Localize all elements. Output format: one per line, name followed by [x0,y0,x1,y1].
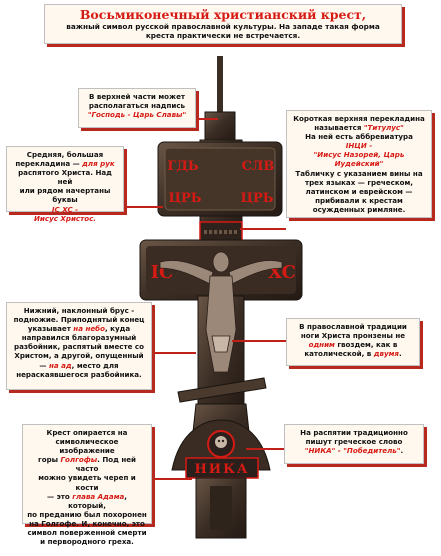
callout-text: В верхней части может [88,92,186,101]
corpus-figure [159,251,283,373]
callout-text: подножие. Приподнятый конец [13,315,145,325]
cross-inscription-slv: СЛВ [242,159,275,174]
callout-text: располагаться надпись [88,101,186,111]
callout-text: осужденных римляне. [312,204,406,214]
callout-nails: В православной традиции ноги Христа прон… [286,318,420,366]
callout-text: . Под ней часто [75,455,137,474]
connector-mid-left [123,206,163,208]
callout-text: Короткая верхняя перекладина [293,114,425,123]
connector-bottom-right [246,448,286,450]
callout-nika: На распятии традиционно пишут греческое … [284,424,424,464]
callout-highlight: на ад [48,360,72,370]
callout-text: . [400,446,404,456]
callout-text: пишут греческое слово [305,437,403,447]
cross-inscription-nika: НИКА [195,462,250,477]
callout-text: , место для [71,360,119,370]
cross-inscription-crj-right: ЦРЬ [240,191,273,206]
callout-highlight: "Господь - Царь Славы" [87,110,187,120]
callout-highlight: "Иисус Назорей, Царь Иудейский" [313,150,405,169]
callout-text: символическое изображение [55,437,119,456]
connector-bottom-left [150,478,192,480]
callout-highlight: "НИКА" - "Победитель" [304,446,401,456]
cross-inscription-gd: ГДЬ [167,159,199,174]
callout-text: . [398,349,402,359]
callout-text: Нижний, наклонный брус - [23,306,135,315]
callout-text: можно увидеть череп и кости [38,473,136,492]
connector-right-mid [232,340,286,342]
callout-text: нераскаявшегося разбойника. [16,369,142,379]
callout-text: На распятии традиционно [300,428,408,437]
callout-text: ноги Христа пронзены не [300,331,406,341]
callout-text: направился благоразумный [21,333,137,343]
callout-text: — это [47,491,73,501]
callout-highlight: IC XC - [51,204,79,214]
callout-text: гвоздем, как в [334,340,398,350]
callout-highlight: Иисус Христос. [33,213,97,223]
cross-inscription-crj-left: ЦРЬ [168,191,201,206]
callout-highlight: для рук [82,159,115,169]
callout-text: Табличку с указанием вины на [295,168,423,178]
callout-text: перекладина — [15,159,83,169]
callout-text: или рядом начертаны буквы [19,186,111,205]
callout-main-crossbar: Средняя, большая перекладина — для рук р… [6,146,124,223]
callout-highlight: Голгофы [60,455,98,465]
callout-golgotha: Крест опирается на символическое изображ… [22,424,152,546]
callout-text: трех языках — греческом, [304,177,413,187]
callout-text: Крест опирается на [46,428,128,437]
callout-text: В православной традиции [299,322,407,331]
callout-text: католической, в [304,349,374,359]
connector-lower-left [150,352,196,354]
callout-text: прибивали к крестам [315,195,403,205]
callout-highlight: на небо [73,324,105,334]
callout-text: по преданию был похоронен [27,509,147,519]
callout-text: указывает [27,324,74,334]
callout-titulus: Короткая верхняя перекладина называется … [286,110,432,218]
callout-highlight: одним [308,340,335,350]
connector-right-top [240,228,286,230]
callout-highlight: глава Адама [72,491,125,501]
callout-text: Христом, а другой, опущенный [14,351,144,361]
callout-text: Средняя, большая [26,150,104,159]
page-title: Восьмиконечный христианский крест, [79,7,367,22]
subtitle-line-1: важный символ русской православной культ… [66,22,380,31]
callout-text: называется [314,123,364,133]
skull-of-adam [207,430,235,458]
callout-text: символ поверженной смерти [27,528,147,538]
callout-text: — [39,360,49,370]
callout-footrest: Нижний, наклонный брус - подножие. Припо… [6,302,152,390]
callout-glory-inscription: В верхней части может располагаться надп… [78,88,196,128]
callout-text: распятого Христа. Над ней [18,168,112,187]
callout-text: , который, [68,491,127,510]
callout-text: горы [37,455,61,465]
callout-text: и первородного греха. [40,537,134,547]
callout-highlight: ІНЦИ - [345,141,373,151]
callout-text: на Голгофе. И, конечно, это [29,518,145,528]
subtitle-line-2: креста практически не встречается. [145,31,301,40]
callout-text: латинском и еврейском — [305,186,413,196]
callout-highlight: "Титулус" [363,123,404,133]
callout-highlight: двумя [373,349,399,359]
callout-text: , куда [105,324,131,334]
callout-text: На ней есть аббревиатура [305,132,413,142]
callout-text: разбойник, распятый вместе со [14,342,144,352]
header-box: Восьмиконечный христианский крест, важны… [44,4,402,44]
